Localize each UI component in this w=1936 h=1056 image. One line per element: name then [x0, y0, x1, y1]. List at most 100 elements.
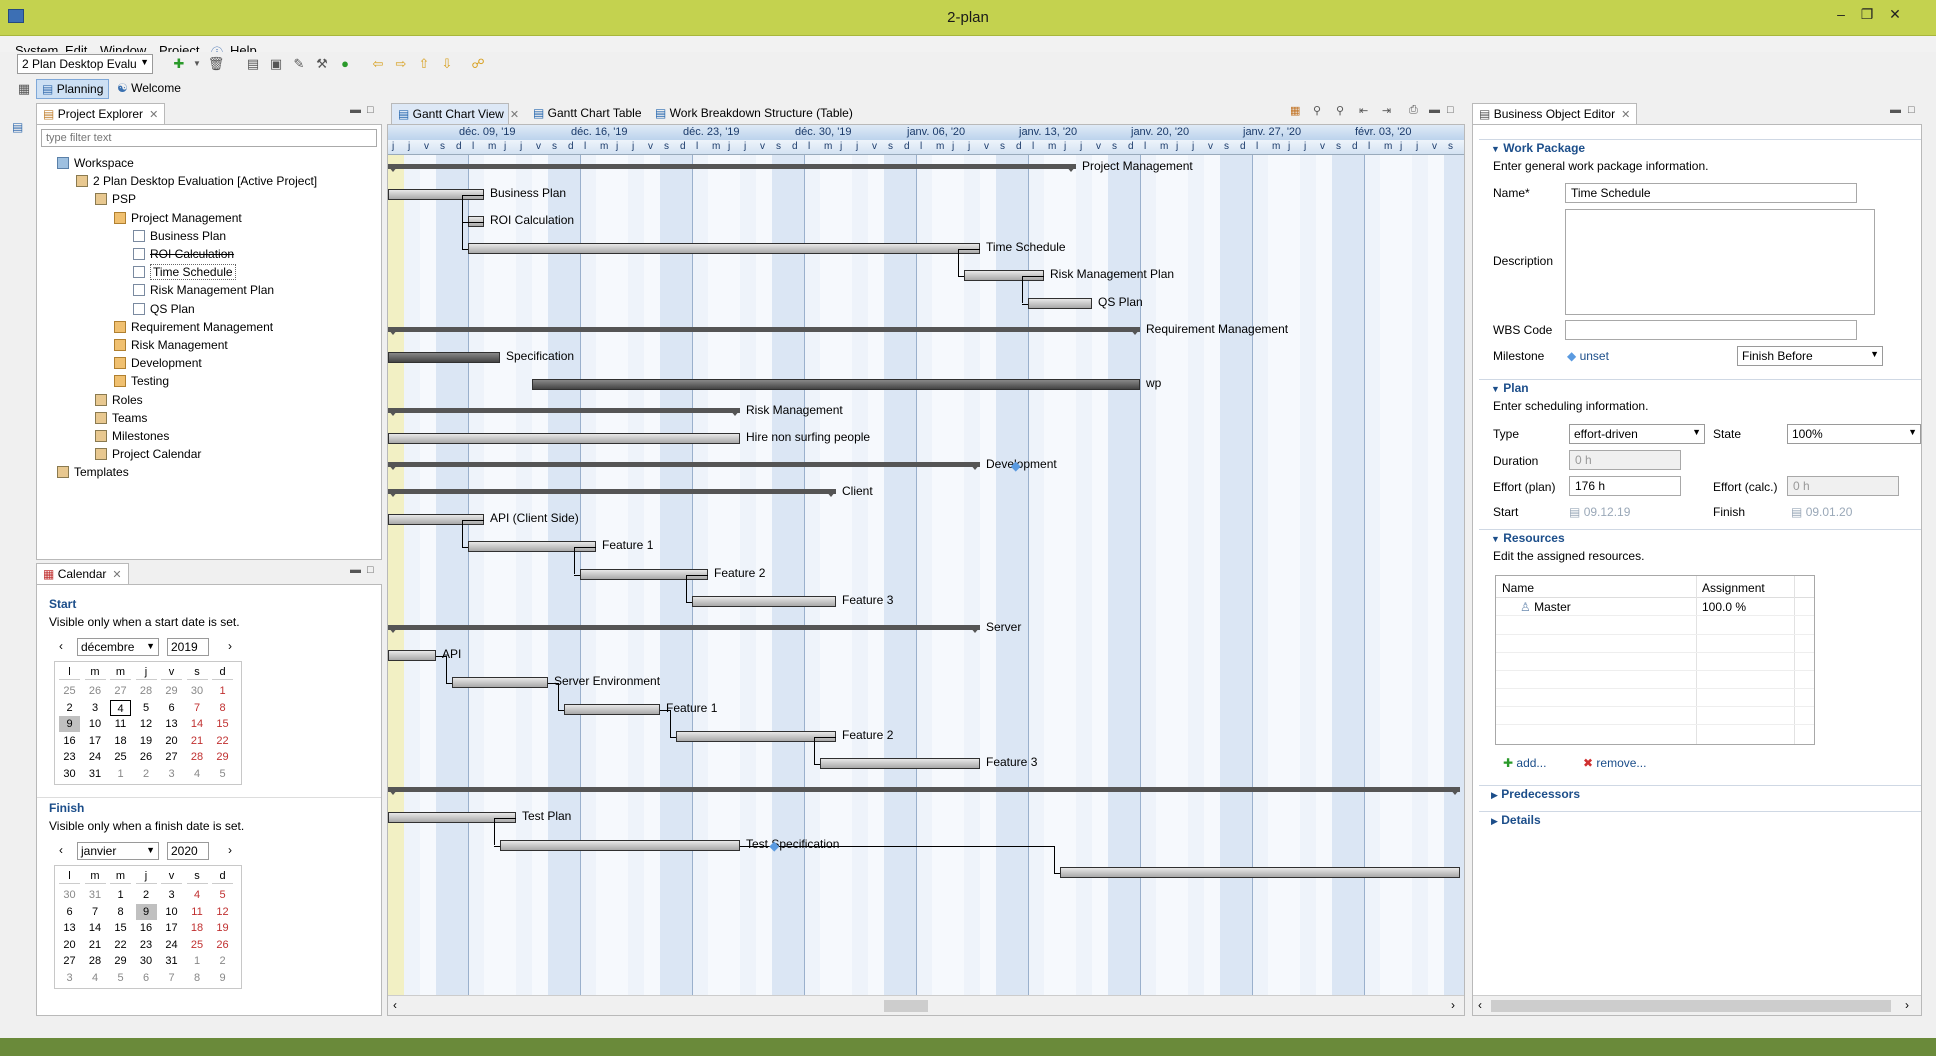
gantt-task-bar[interactable] — [692, 595, 836, 607]
calendar-day[interactable]: 31 — [88, 767, 102, 780]
scroll-left-arrow-icon[interactable]: ‹ — [1478, 998, 1482, 1012]
tree-item[interactable]: ROI Calculation — [133, 246, 234, 262]
close-icon[interactable]: ✕ — [1621, 109, 1631, 121]
calendar-day[interactable]: 26 — [216, 938, 229, 951]
calendar-day[interactable]: 20 — [165, 734, 178, 747]
calendar-day[interactable]: 26 — [139, 751, 153, 763]
tree-item[interactable]: Workspace — [57, 155, 134, 171]
tree-item[interactable]: Requirement Management — [114, 319, 273, 335]
add-icon[interactable]: ✚ — [173, 56, 185, 71]
calendar-day[interactable]: 10 — [88, 718, 102, 730]
calendar-day[interactable]: 29 — [114, 955, 127, 967]
arrow-right-icon[interactable]: ⇨ — [395, 56, 407, 71]
calendar-day[interactable]: 21 — [190, 734, 204, 747]
tree-item[interactable]: Project Management — [114, 210, 242, 226]
start-year-spinner[interactable]: 2019 — [167, 638, 209, 656]
gantt-task-bar[interactable] — [388, 351, 500, 363]
calendar-day[interactable]: 2 — [142, 767, 150, 780]
calendar-day[interactable]: 27 — [165, 751, 178, 763]
arrow-left-icon[interactable]: ⇦ — [372, 56, 384, 71]
delete-icon[interactable]: 🗑 — [207, 56, 225, 71]
maximize-view-icon[interactable]: □ — [367, 564, 374, 576]
tree-item[interactable]: Milestones — [95, 428, 169, 444]
calendar-day[interactable]: 18 — [114, 734, 127, 747]
calendar-day[interactable]: 17 — [88, 734, 102, 747]
calendar-day[interactable]: 28 — [139, 685, 153, 697]
calendar-day[interactable]: 3 — [168, 767, 175, 780]
minimize-view-icon[interactable]: ▬ — [350, 104, 361, 116]
effort-plan-input[interactable]: 176 h — [1569, 476, 1681, 496]
calendar-day[interactable]: 4 — [91, 971, 99, 984]
tree-item[interactable]: 2 Plan Desktop Evaluation [Active Projec… — [76, 173, 317, 189]
arrow-down-icon[interactable]: ⇩ — [441, 56, 453, 71]
gantt-summary-bar[interactable] — [388, 462, 980, 468]
perspective-planning[interactable]: ▤ Planning — [36, 79, 110, 99]
calendar-day[interactable]: 1 — [193, 955, 201, 967]
calendar-day[interactable]: 25 — [63, 685, 76, 697]
gantt-task-bar[interactable] — [452, 676, 548, 688]
calendar-day[interactable]: 6 — [142, 971, 150, 984]
calendar-day[interactable]: 6 — [66, 905, 73, 918]
gantt-task-bar[interactable] — [388, 649, 436, 661]
tab-business-object-editor[interactable]: ▤ Business Object Editor✕ — [1472, 103, 1638, 125]
select-icon[interactable]: ▣ — [269, 56, 283, 71]
predecessors-section[interactable]: ▶ Predecessors — [1491, 787, 1580, 801]
finish-year-spinner[interactable]: 2020 — [167, 842, 209, 860]
tree-item[interactable]: QS Plan — [133, 301, 195, 317]
calendar-day[interactable]: 4 — [193, 767, 201, 780]
calendar-day[interactable]: 12 — [216, 905, 229, 918]
remove-resource-link[interactable]: ✖ remove... — [1583, 756, 1646, 770]
tree-item[interactable]: Templates — [57, 464, 129, 480]
tree-item[interactable]: Business Plan — [133, 228, 226, 244]
calendar-day[interactable]: 8 — [193, 971, 201, 984]
gantt-summary-bar[interactable] — [388, 407, 740, 413]
plan-section[interactable]: ▼ Plan — [1491, 381, 1529, 395]
calendar-day[interactable]: 23 — [63, 751, 76, 763]
calendar-day[interactable]: 8 — [117, 905, 124, 918]
filter-input[interactable] — [41, 129, 377, 147]
name-input[interactable]: Time Schedule — [1565, 183, 1857, 203]
tab-gantt-1[interactable]: ▤ Gantt Chart Table — [527, 103, 645, 125]
tree-item[interactable]: PSP — [95, 191, 136, 207]
calendar-day[interactable]: 27 — [114, 685, 127, 697]
work-package-section[interactable]: ▼ Work Package — [1491, 141, 1585, 155]
calendar-day[interactable]: 22 — [114, 938, 127, 951]
calendar-day[interactable]: 30 — [63, 767, 76, 780]
zoom-out-icon[interactable]: ⚲ — [1336, 105, 1345, 117]
resources-section[interactable]: ▼ Resources — [1491, 531, 1565, 545]
properties-icon[interactable]: ▤ — [246, 56, 260, 71]
calendar-day[interactable]: 24 — [88, 751, 102, 763]
state-select[interactable]: 100%▼ — [1787, 424, 1921, 444]
calendar-day[interactable]: 2 — [66, 701, 73, 714]
gantt-summary-bar[interactable] — [388, 489, 836, 495]
calendar-day[interactable]: 11 — [191, 905, 203, 918]
calendar-day[interactable]: 1 — [117, 889, 124, 901]
calendar-day[interactable]: 4 — [193, 889, 201, 901]
milestone-constraint-select[interactable]: Finish Before▼ — [1737, 346, 1883, 366]
add-resource-link[interactable]: ✚ add... — [1503, 756, 1546, 770]
perspective-welcome[interactable]: ☯ Welcome — [117, 81, 181, 95]
calendar-day[interactable]: 5 — [142, 701, 150, 714]
col-name-header[interactable]: Name — [1502, 581, 1535, 595]
start-date[interactable]: ▤ 09.12.19 — [1569, 505, 1630, 519]
maximize-view-icon[interactable]: □ — [1908, 104, 1915, 116]
gantt-task-bar[interactable] — [1060, 866, 1460, 878]
export-icon[interactable]: ⎙ — [1409, 104, 1418, 116]
tree-item[interactable]: Roles — [95, 392, 143, 408]
calendar-day[interactable]: 25 — [190, 938, 204, 951]
link-icon[interactable]: ☍ — [471, 56, 485, 71]
calendar-day[interactable]: 10 — [165, 905, 178, 918]
calendar-day[interactable]: 7 — [91, 905, 99, 918]
description-textarea[interactable] — [1565, 209, 1875, 315]
calendar-day[interactable]: 2 — [219, 955, 226, 967]
scroll-right-icon[interactable]: ⇥ — [1382, 105, 1392, 117]
project-combo[interactable]: 2 Plan Desktop Evalu▼ — [17, 54, 153, 74]
calendar-day[interactable]: 9 — [219, 971, 226, 984]
calendar-day[interactable]: 5 — [117, 971, 124, 984]
gantt-task-bar[interactable] — [388, 514, 484, 526]
calendar-day[interactable]: 29 — [216, 751, 229, 763]
scroll-right-arrow-icon[interactable]: › — [1905, 998, 1909, 1012]
calendar-day[interactable]: 7 — [193, 701, 201, 714]
calendar-day[interactable]: 22 — [216, 734, 229, 747]
